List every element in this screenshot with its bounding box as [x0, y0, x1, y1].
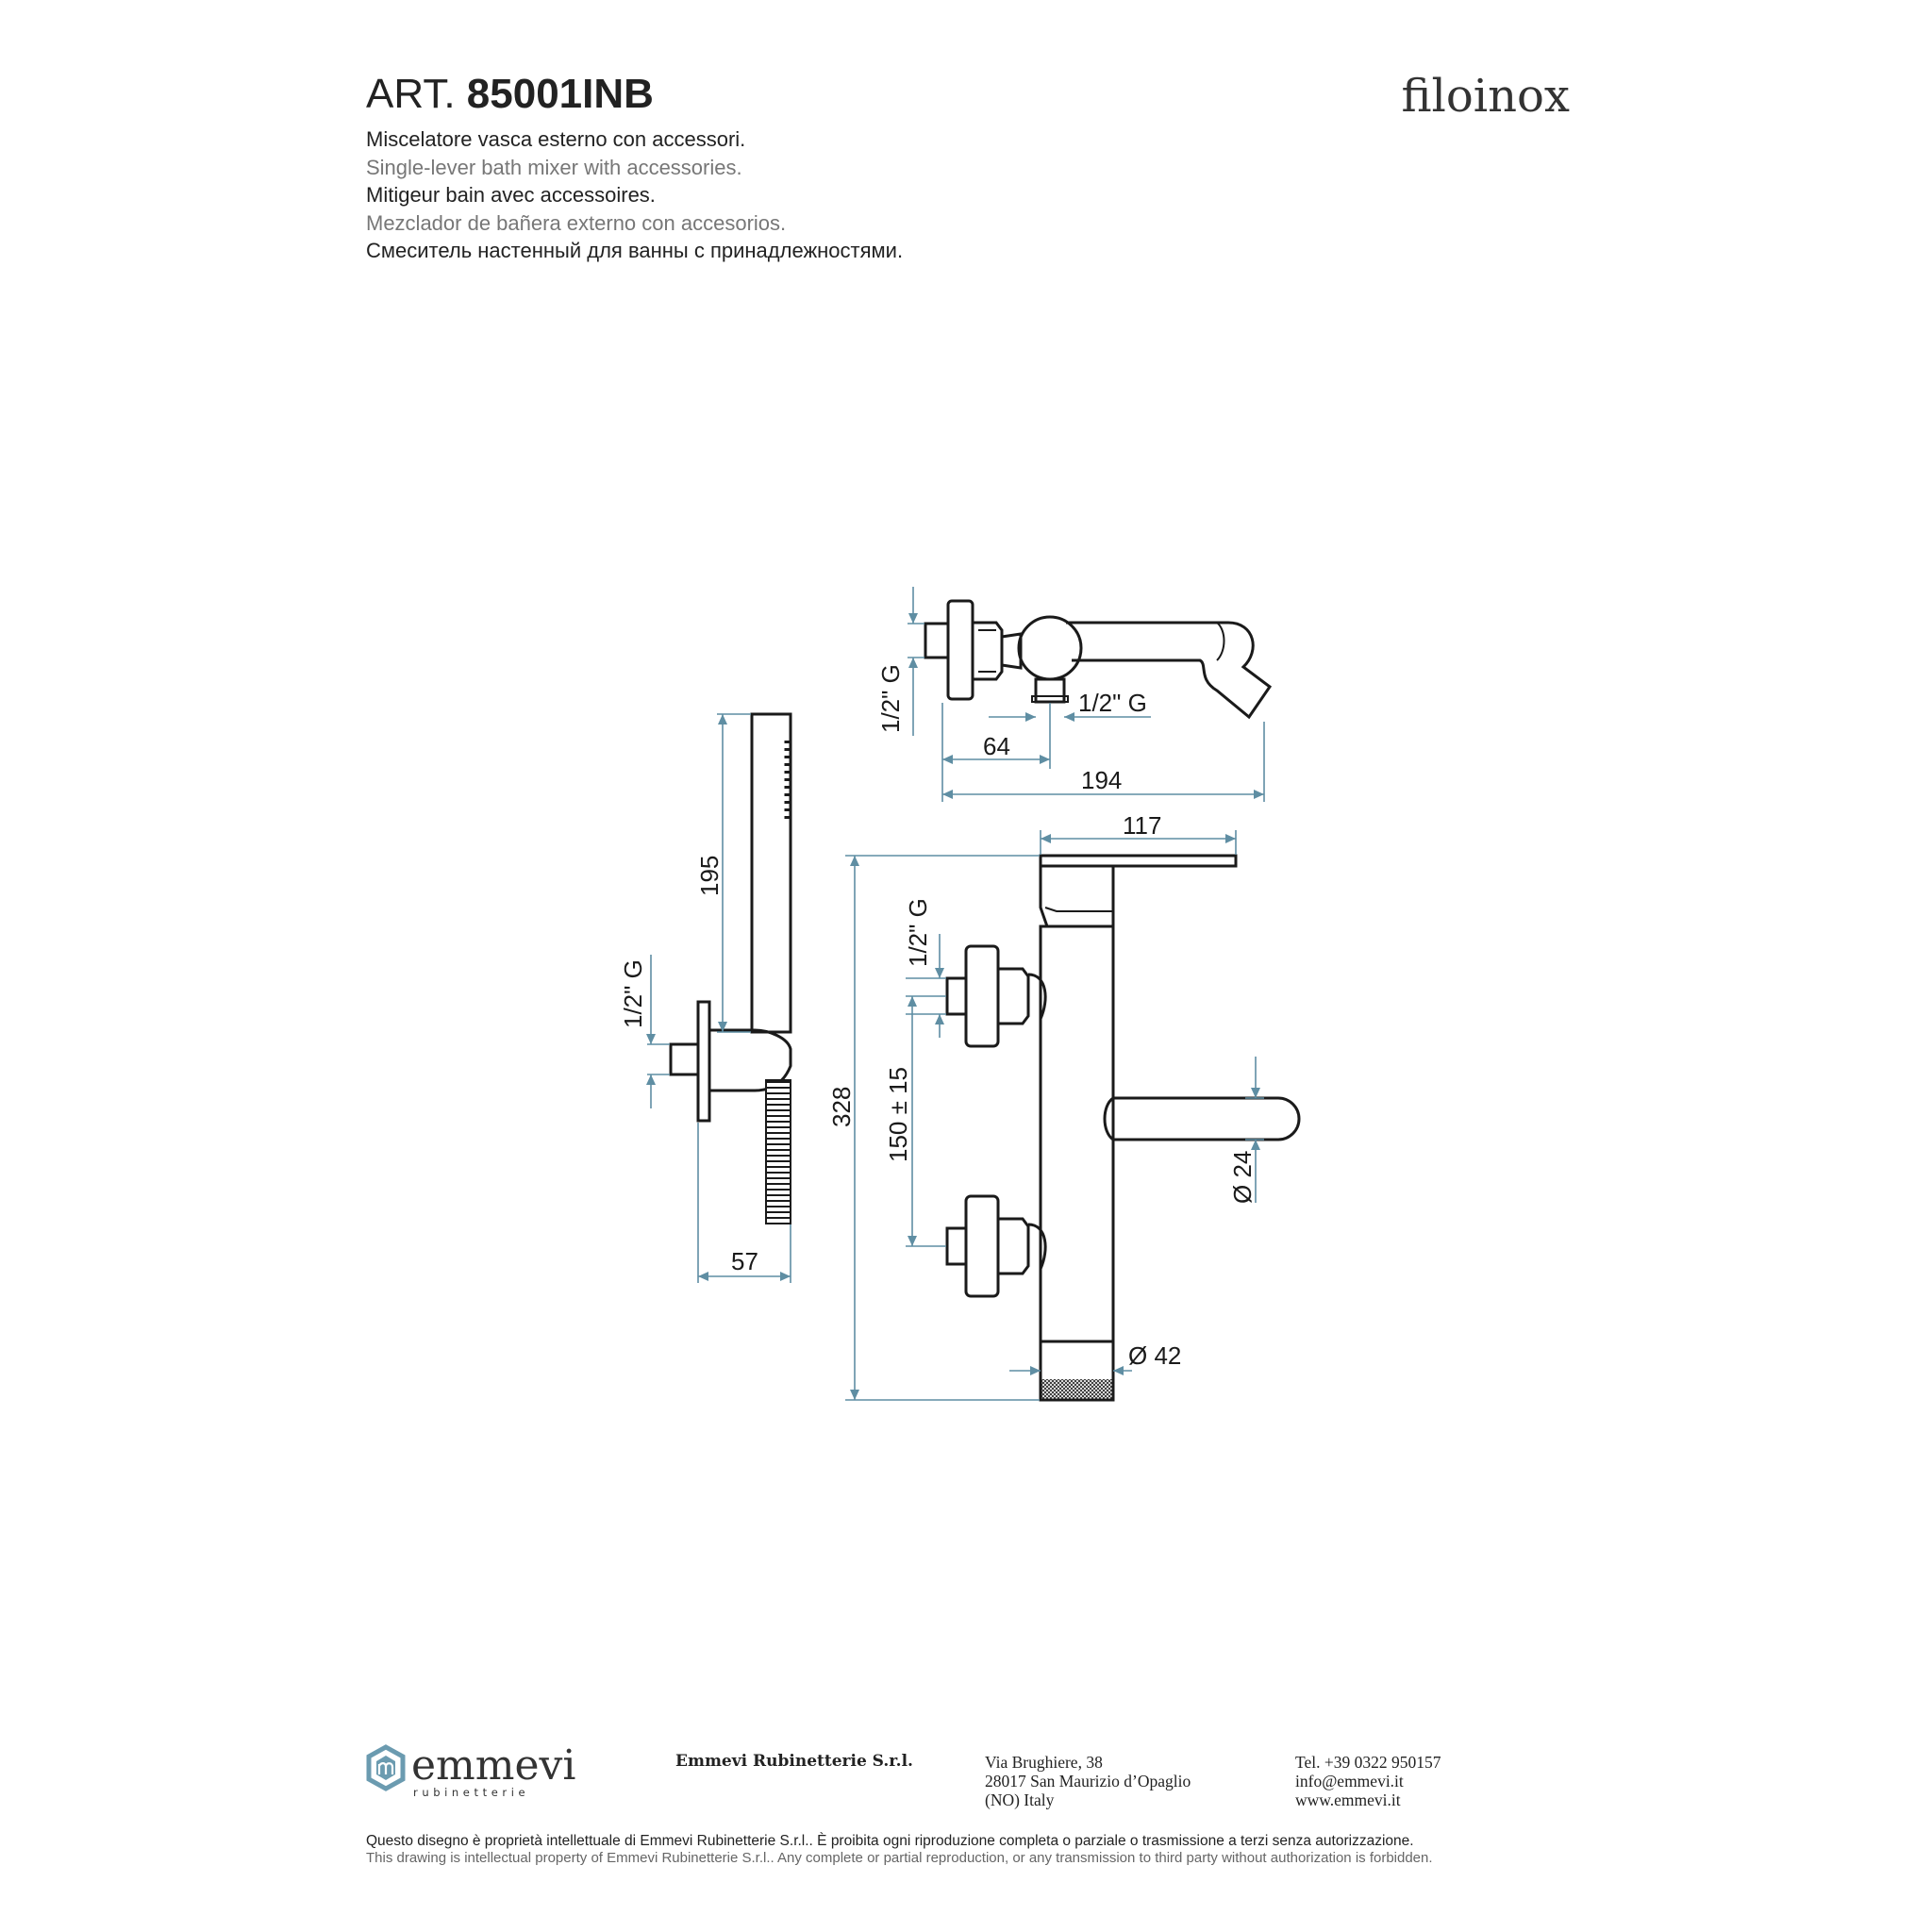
hand-shower-dim-57: 57 — [731, 1247, 758, 1275]
logo-wordmark: emmevi — [411, 1743, 575, 1790]
front-cartridge-cap — [1039, 866, 1115, 928]
legal-notice-italian: Questo disegno è proprietà intellettuale… — [366, 1833, 1414, 1849]
front-lower-nut — [996, 1217, 1030, 1275]
hand-shower-inlet — [669, 1042, 700, 1076]
front-dim-117: 117 — [1123, 811, 1161, 840]
front-view: 117 328 1/2" G 150 ± 15 — [827, 811, 1301, 1402]
top-thread-side-label: 1/2" G — [876, 664, 905, 733]
top-spout — [1066, 621, 1273, 720]
top-hex-nut — [971, 621, 1004, 681]
contact-phone: Tel. +39 0322 950157 — [1295, 1753, 1441, 1772]
hand-shower-handle — [750, 712, 792, 1034]
emmevi-logo-mark: emmevi rubinetterie — [366, 1741, 575, 1799]
collection-name: filoinox — [1401, 70, 1571, 123]
description-english: Single-lever bath mixer with accessories… — [366, 156, 742, 179]
front-dim-centres: 150 ± 15 — [884, 1067, 912, 1162]
front-lower-wall-plate — [964, 1194, 1000, 1298]
address-line: (NO) Italy — [985, 1790, 1055, 1809]
front-upper-wall-plate — [964, 944, 1000, 1048]
front-lever — [1039, 854, 1238, 868]
hand-shower-dim-195: 195 — [695, 856, 724, 896]
address-line: Via Brughiere, 38 — [985, 1753, 1103, 1772]
description-french: Mitigeur bain avec accessoires. — [366, 183, 656, 207]
front-upper-nut — [996, 967, 1030, 1025]
front-body-column — [1039, 924, 1115, 1343]
top-wall-plate — [946, 599, 974, 701]
hand-shower-holder — [708, 1028, 792, 1092]
top-bottom-outlet — [1034, 677, 1066, 704]
top-thread-bottom-label: 1/2" G — [1078, 689, 1147, 717]
description-russian: Смеситель настенный для ванны с принадле… — [366, 239, 904, 262]
front-spout — [1113, 1096, 1301, 1141]
article-code: 85001INB — [466, 71, 654, 117]
top-body-circle — [1017, 615, 1083, 681]
article-prefix: ART. — [366, 71, 456, 117]
front-lower-inlet — [945, 1226, 968, 1266]
front-upper-inlet — [945, 976, 968, 1016]
contact-website[interactable]: www.emmevi.it — [1295, 1790, 1401, 1809]
front-thread-label: 1/2" G — [904, 898, 932, 967]
company-name: Emmevi Rubinetterie S.r.l. — [675, 1752, 913, 1771]
front-dim-328: 328 — [827, 1087, 856, 1127]
top-inlet-nipple — [924, 622, 950, 659]
front-dim-body-diameter: Ø 42 — [1128, 1341, 1181, 1370]
hand-shower-hose — [765, 1079, 791, 1224]
top-dim-194: 194 — [1081, 766, 1122, 794]
address-line: 28017 San Maurizio d’Opaglio — [985, 1772, 1191, 1790]
article-title: ART. 85001INB — [366, 70, 654, 119]
legal-notice-english: This drawing is intellectual property of… — [366, 1850, 1433, 1866]
front-dim-spout-diameter: Ø 24 — [1228, 1151, 1257, 1204]
emmevi-logo: emmevi rubinetterie — [364, 1741, 600, 1805]
hand-shower-wall-plate — [696, 1000, 711, 1123]
hand-shower-view: 195 1/2" G 57 — [619, 712, 792, 1283]
logo-subtitle: rubinetterie — [413, 1786, 529, 1799]
description-italian: Miscelatore vasca esterno con accessori. — [366, 127, 746, 151]
top-dim-64: 64 — [983, 732, 1010, 760]
contact-email[interactable]: info@emmevi.it — [1295, 1772, 1404, 1790]
hand-shower-thread-label: 1/2" G — [619, 959, 647, 1028]
description-spanish: Mezclador de bañera externo con accesori… — [366, 211, 787, 235]
top-view: 1/2" G 1/2" G 64 194 — [876, 587, 1273, 802]
